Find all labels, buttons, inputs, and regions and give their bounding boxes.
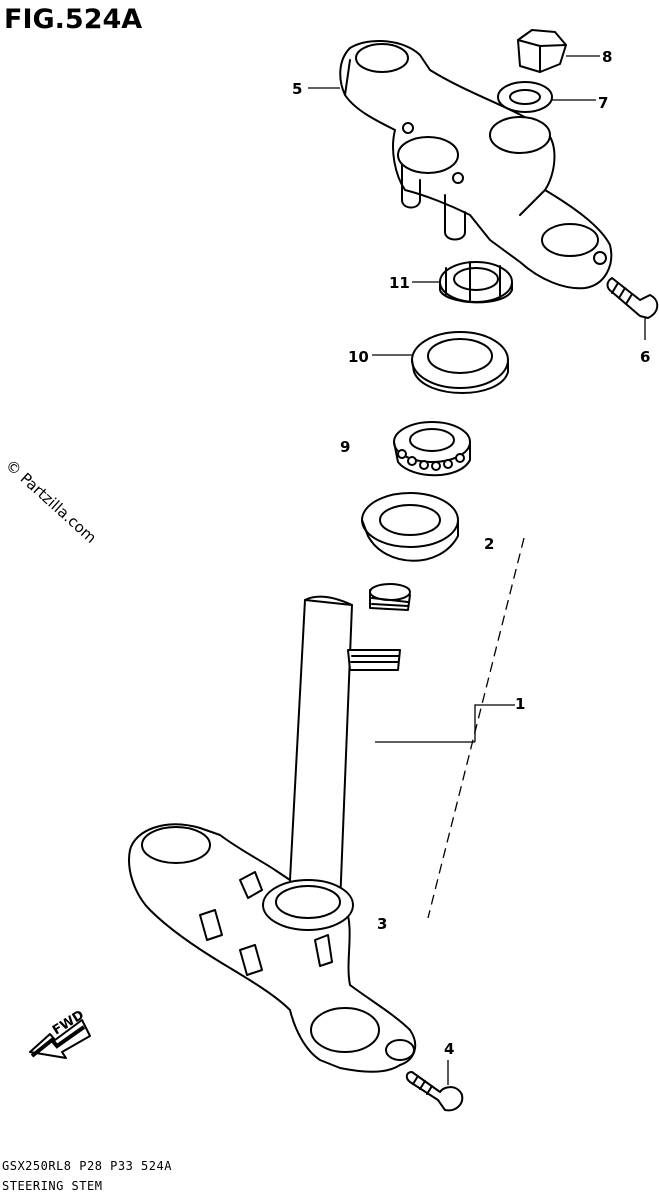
bolt-part-lower bbox=[405, 1071, 464, 1112]
washer-part bbox=[497, 81, 553, 113]
callout-6: 6 bbox=[640, 348, 651, 366]
lock-nut-part bbox=[439, 261, 513, 304]
callout-4: 4 bbox=[444, 1040, 455, 1058]
callout-3: 3 bbox=[377, 915, 388, 933]
bearing-part bbox=[393, 421, 471, 477]
footer-code: GSX250RL8 P28 P33 524A bbox=[2, 1159, 172, 1173]
steering-stem-part bbox=[128, 583, 417, 1073]
callout-8: 8 bbox=[602, 48, 613, 66]
dust-seal-part bbox=[411, 331, 509, 394]
fwd-arrow-icon bbox=[29, 1019, 91, 1059]
callout-5: 5 bbox=[292, 80, 303, 98]
upper-bracket-part bbox=[339, 40, 613, 290]
callout-11: 11 bbox=[389, 274, 410, 292]
bearing-race-part bbox=[361, 492, 459, 562]
callout-2: 2 bbox=[484, 535, 495, 553]
figure-title: FIG.524A bbox=[4, 4, 143, 35]
stem-nut-part bbox=[517, 29, 567, 73]
callout-10: 10 bbox=[348, 348, 369, 366]
callout-1: 1 bbox=[515, 695, 526, 713]
callout-7: 7 bbox=[598, 94, 609, 112]
footer-caption: STEERING STEM bbox=[2, 1179, 103, 1193]
bolt-part-upper bbox=[606, 277, 659, 319]
leader-lines bbox=[308, 55, 646, 1085]
callout-9: 9 bbox=[340, 438, 351, 456]
